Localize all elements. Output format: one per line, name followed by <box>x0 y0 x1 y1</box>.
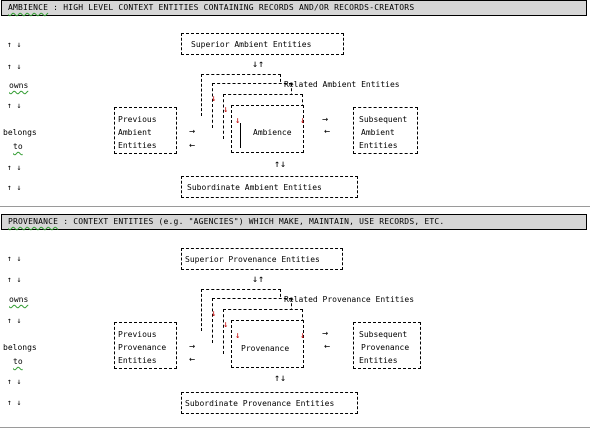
provenance-header: PROVENANCE : CONTEXT ENTITIES (e.g. "AGE… <box>1 214 587 230</box>
updown-arrow: ↑ ↓ <box>7 275 22 284</box>
left-arrow-icon: ← <box>189 140 196 151</box>
subsequent-line-2: Provenance <box>361 343 410 352</box>
superior-provenance-label: Superior Provenance Entities <box>185 255 320 264</box>
red-down-arrow-icon: ↓ <box>223 320 229 330</box>
owns-label: owns <box>9 295 29 304</box>
left-arrow-icon: ← <box>324 341 331 352</box>
subsequent-line-3: Entities <box>359 141 398 150</box>
related-provenance-label: Related Provenance Entities <box>284 295 415 304</box>
red-down-arrow-icon: ↓ <box>211 309 217 319</box>
left-arrow-icon: ← <box>324 126 331 137</box>
previous-line-2: Provenance <box>118 343 167 352</box>
updown-arrow: ↑ ↓ <box>7 254 22 263</box>
belongs-label: belongs <box>3 128 37 137</box>
subsequent-line-2: Ambient <box>361 128 395 137</box>
red-down-arrow-icon: ↓ <box>235 116 241 126</box>
right-arrow-icon: → <box>189 126 196 137</box>
subsequent-ambient-box: Subsequent Ambient Entities <box>353 107 418 154</box>
subsequent-line-1: Subsequent <box>359 330 408 339</box>
ambience-center-box: Ambience <box>231 105 304 153</box>
right-arrow-icon: → <box>189 341 196 352</box>
updown-arrow: ↑ ↓ <box>7 316 22 325</box>
superior-ambient-label: Superior Ambient Entities <box>191 40 312 49</box>
updown-arrow: ↑ ↓ <box>7 377 22 386</box>
right-arrow-icon: → <box>322 114 329 125</box>
previous-ambient-box: Previous Ambient Entities <box>114 107 177 154</box>
previous-provenance-box: Previous Provenance Entities <box>114 322 177 369</box>
red-down-arrow-icon: ↓ <box>300 331 306 341</box>
red-down-arrow-icon: ↓ <box>235 331 241 341</box>
owns-label: owns <box>9 81 29 90</box>
updown-arrow: ↑ ↓ <box>7 40 22 49</box>
ambience-header-text: : HIGH LEVEL CONTEXT ENTITIES CONTAINING… <box>48 3 415 12</box>
subsequent-provenance-box: Subsequent Provenance Entities <box>353 322 421 369</box>
ambience-header-keyword: AMBIENCE <box>8 3 49 12</box>
vertical-arrow-icon: ↑↓ <box>274 159 287 170</box>
updown-arrow: ↑ ↓ <box>7 398 22 407</box>
section-divider <box>0 206 590 207</box>
red-down-arrow-icon: ↓ <box>211 94 217 104</box>
previous-line-2: Ambient <box>118 128 152 137</box>
previous-line-3: Entities <box>118 356 157 365</box>
subordinate-provenance-box: Subordinate Provenance Entities <box>181 392 358 414</box>
ambience-header: AMBIENCE : HIGH LEVEL CONTEXT ENTITIES C… <box>1 0 587 16</box>
left-arrow-icon: ← <box>189 354 196 365</box>
to-label: to <box>13 142 23 151</box>
vertical-arrow-icon: ↑↓ <box>274 373 287 384</box>
updown-arrow: ↑ ↓ <box>7 101 22 110</box>
superior-ambient-box: Superior Ambient Entities <box>181 33 344 55</box>
subordinate-ambient-box: Subordinate Ambient Entities <box>181 176 358 198</box>
red-down-arrow-icon: ↓ <box>223 105 229 115</box>
provenance-center-label: Provenance <box>241 344 290 353</box>
bottom-divider <box>0 427 590 428</box>
ambience-center-label: Ambience <box>253 128 292 137</box>
related-ambient-label: Related Ambient Entities <box>284 80 400 89</box>
updown-arrow: ↑ ↓ <box>7 62 22 71</box>
red-down-arrow-icon: ↓ <box>300 116 306 126</box>
previous-line-1: Previous <box>118 115 157 124</box>
to-label: to <box>13 357 23 366</box>
provenance-header-text: : CONTEXT ENTITIES (e.g. "AGENCIES") WHI… <box>58 217 445 226</box>
previous-line-3: Entities <box>118 141 157 150</box>
provenance-header-keyword: PROVENANCE <box>8 217 59 226</box>
right-arrow-icon: → <box>322 328 329 339</box>
subsequent-line-1: Subsequent <box>359 115 408 124</box>
subordinate-provenance-label: Subordinate Provenance Entities <box>185 399 335 408</box>
superior-provenance-box: Superior Provenance Entities <box>181 248 343 270</box>
provenance-center-box: Provenance <box>231 320 304 368</box>
updown-arrow: ↑ ↓ <box>7 183 22 192</box>
updown-arrow: ↑ ↓ <box>7 163 22 172</box>
subsequent-line-3: Entities <box>359 356 398 365</box>
belongs-label: belongs <box>3 343 37 352</box>
vertical-arrow-icon: ↓↑ <box>252 59 265 70</box>
subordinate-ambient-label: Subordinate Ambient Entities <box>187 183 322 192</box>
vertical-arrow-icon: ↓↑ <box>252 274 265 285</box>
previous-line-1: Previous <box>118 330 157 339</box>
